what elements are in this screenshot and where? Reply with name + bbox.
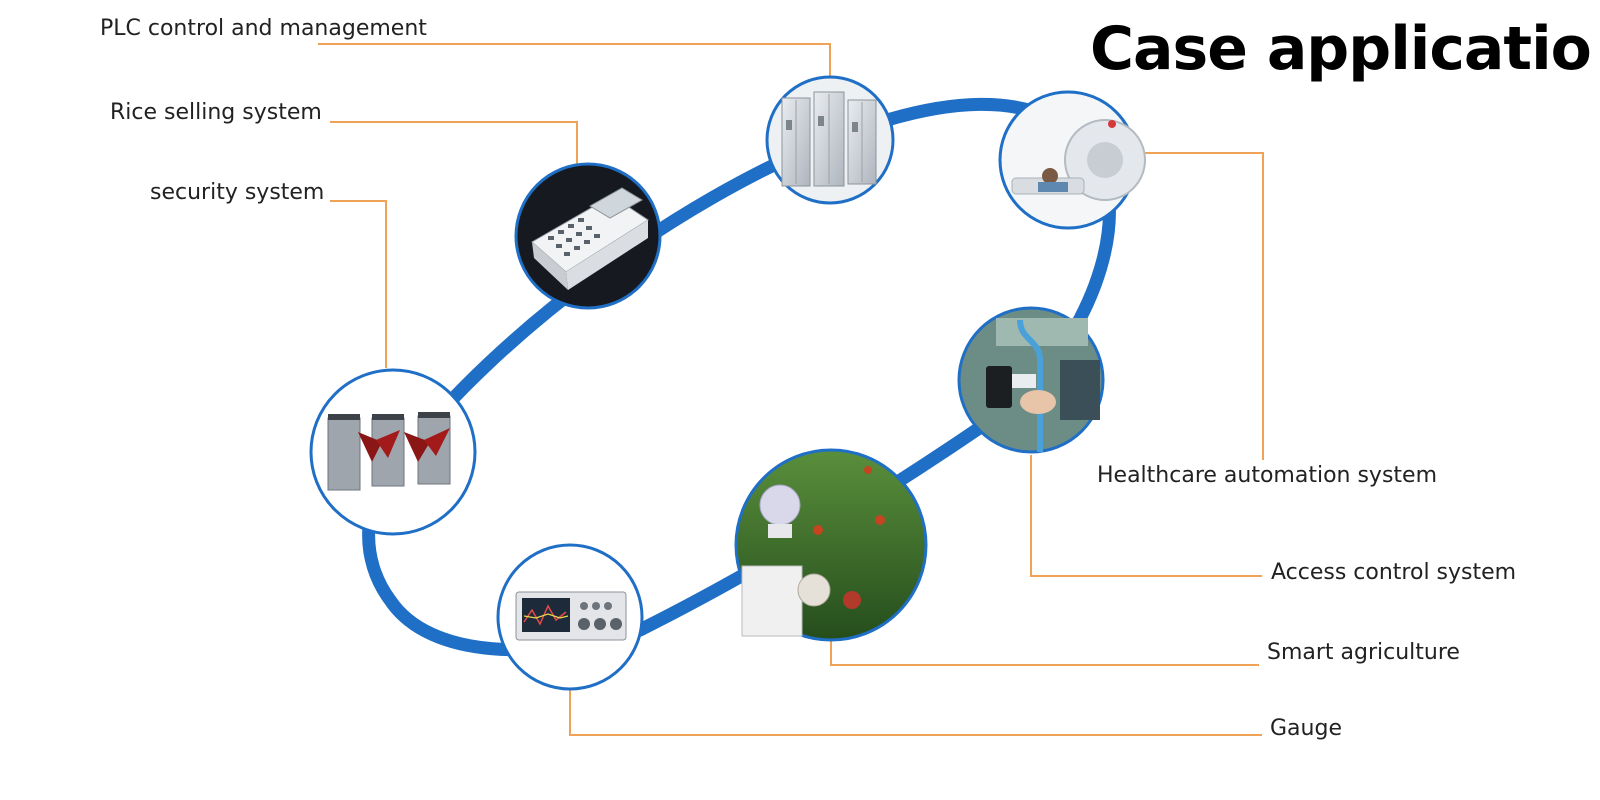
node-agri <box>734 448 928 642</box>
keypad-terminal-icon <box>531 187 649 290</box>
turnstile-gate-icon <box>327 412 451 491</box>
label-health: Healthcare automation system <box>1097 463 1438 488</box>
leader-line-access <box>1030 455 1262 577</box>
leader-line-gauge <box>569 690 1262 736</box>
node-gauge <box>496 543 644 691</box>
label-security: security system <box>150 180 325 205</box>
label-agri: Smart agriculture <box>1267 640 1460 665</box>
leader-line-plc <box>318 43 831 80</box>
leader-line-rice <box>330 121 578 168</box>
label-rice: Rice selling system <box>110 100 322 125</box>
farm-robot-icon <box>741 466 885 637</box>
node-health <box>998 90 1146 230</box>
diagram-title: Case applicatio <box>1090 14 1592 84</box>
leader-line-security <box>330 200 387 368</box>
oscilloscope-icon <box>515 591 627 641</box>
leader-line-health <box>1135 152 1264 460</box>
label-gauge: Gauge <box>1270 716 1342 741</box>
label-plc: PLC control and management <box>100 16 427 41</box>
node-security <box>309 368 477 536</box>
medical-scanner-icon <box>1011 119 1146 201</box>
node-rice <box>514 162 662 310</box>
control-cabinet-icon <box>781 91 877 187</box>
label-access: Access control system <box>1271 560 1517 585</box>
leader-line-agri <box>830 640 1259 666</box>
card-reader-icon <box>986 318 1100 452</box>
node-plc <box>765 75 895 205</box>
node-access <box>957 306 1105 454</box>
